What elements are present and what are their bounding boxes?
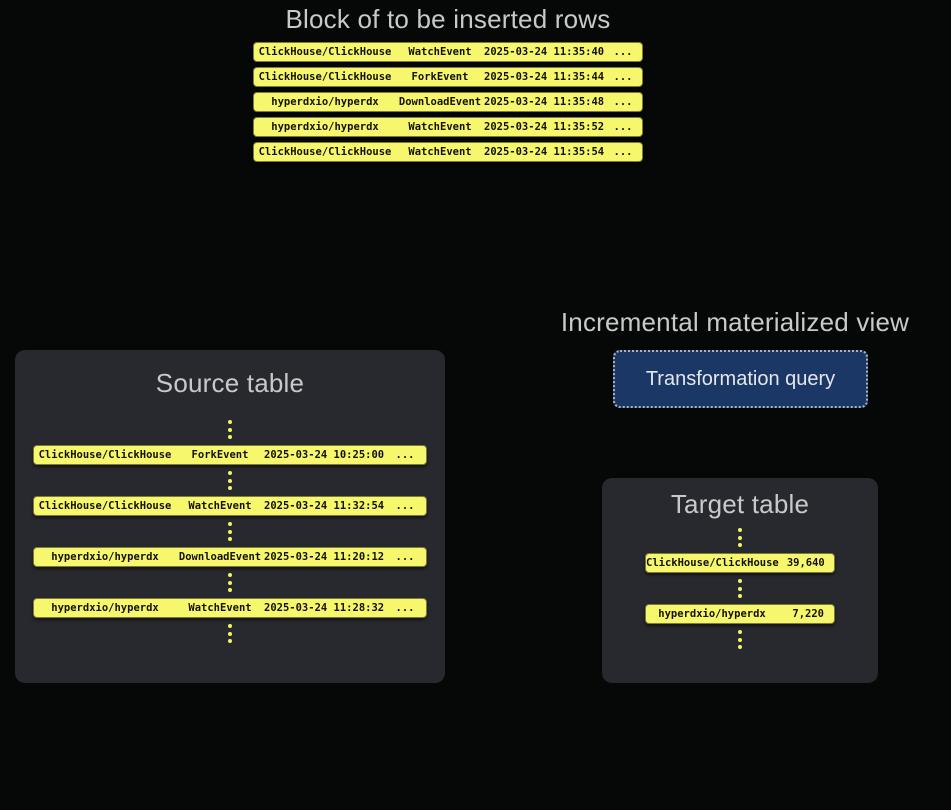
row-repo: ClickHouse/ClickHouse	[646, 557, 779, 569]
row-timestamp: 2025-03-24 11:28:32	[264, 602, 385, 614]
row-ellipsis: ...	[395, 500, 415, 512]
row-timestamp: 2025-03-24 11:35:52	[484, 121, 605, 133]
table-row: ClickHouse/ClickHouse WatchEvent 2025-03…	[33, 496, 427, 516]
table-row: hyperdxio/hyperdx DownloadEvent 2025-03-…	[33, 547, 427, 567]
row-repo: hyperdxio/hyperdx	[51, 551, 159, 563]
row-event: DownloadEvent	[398, 96, 482, 108]
table-row: hyperdxio/hyperdx WatchEvent 2025-03-24 …	[253, 117, 643, 137]
row-event: DownloadEvent	[178, 551, 262, 563]
row-repo: hyperdxio/hyperdx	[51, 602, 159, 614]
row-ellipsis: ...	[613, 121, 633, 133]
source-table-panel: Source table ClickHouse/ClickHouse ForkE…	[15, 350, 445, 683]
row-repo: hyperdxio/hyperdx	[271, 121, 379, 133]
row-repo: ClickHouse/ClickHouse	[258, 46, 392, 58]
row-count: 39,640	[786, 557, 825, 569]
transformation-query-button[interactable]: Transformation query	[613, 350, 868, 408]
row-repo: ClickHouse/ClickHouse	[38, 449, 172, 461]
row-timestamp: 2025-03-24 10:25:00	[264, 449, 385, 461]
insert-block-title: Block of to be inserted rows	[285, 4, 611, 34]
ellipsis-dots-icon	[738, 630, 742, 649]
table-row: ClickHouse/ClickHouse ForkEvent 2025-03-…	[33, 445, 427, 465]
row-timestamp: 2025-03-24 11:35:44	[484, 71, 605, 83]
table-row: hyperdxio/hyperdx DownloadEvent 2025-03-…	[253, 92, 643, 112]
row-repo: ClickHouse/ClickHouse	[38, 500, 172, 512]
row-ellipsis: ...	[613, 146, 633, 158]
source-table-title: Source table	[155, 368, 305, 398]
row-timestamp: 2025-03-24 11:35:48	[484, 96, 605, 108]
table-row: ClickHouse/ClickHouse 39,640	[645, 553, 835, 573]
row-ellipsis: ...	[613, 71, 633, 83]
ellipsis-dots-icon	[738, 528, 742, 547]
row-event: ForkEvent	[411, 71, 469, 83]
row-count: 7,220	[792, 608, 824, 620]
table-row: ClickHouse/ClickHouse WatchEvent 2025-03…	[253, 42, 643, 62]
row-repo: ClickHouse/ClickHouse	[258, 146, 392, 158]
row-ellipsis: ...	[395, 551, 415, 563]
ellipsis-dots-icon	[228, 624, 232, 643]
row-ellipsis: ...	[395, 449, 415, 461]
row-timestamp: 2025-03-24 11:35:40	[484, 46, 605, 58]
target-table-rows: ClickHouse/ClickHouse 39,640 hyperdxio/h…	[602, 528, 878, 649]
row-timestamp: 2025-03-24 11:20:12	[264, 551, 385, 563]
row-event: WatchEvent	[408, 121, 472, 133]
source-table-rows: ClickHouse/ClickHouse ForkEvent 2025-03-…	[15, 420, 445, 643]
row-event: WatchEvent	[408, 46, 472, 58]
row-timestamp: 2025-03-24 11:32:54	[264, 500, 385, 512]
materialized-view-title: Incremental materialized view	[560, 307, 910, 337]
row-repo: hyperdxio/hyperdx	[658, 608, 766, 620]
ellipsis-dots-icon	[228, 420, 232, 439]
row-timestamp: 2025-03-24 11:35:54	[484, 146, 605, 158]
row-ellipsis: ...	[613, 46, 633, 58]
row-ellipsis: ...	[395, 602, 415, 614]
row-ellipsis: ...	[613, 96, 633, 108]
insert-block: Block of to be inserted rows ClickHouse/…	[253, 3, 643, 162]
insert-block-rows: ClickHouse/ClickHouse WatchEvent 2025-03…	[253, 42, 643, 162]
ellipsis-dots-icon	[738, 579, 742, 598]
target-table-panel: Target table ClickHouse/ClickHouse 39,64…	[602, 478, 878, 683]
target-table-title: Target table	[670, 489, 810, 519]
row-event: WatchEvent	[188, 602, 252, 614]
row-repo: ClickHouse/ClickHouse	[258, 71, 392, 83]
row-event: WatchEvent	[188, 500, 252, 512]
table-row: hyperdxio/hyperdx WatchEvent 2025-03-24 …	[33, 598, 427, 618]
table-row: ClickHouse/ClickHouse ForkEvent 2025-03-…	[253, 67, 643, 87]
row-repo: hyperdxio/hyperdx	[271, 96, 379, 108]
table-row: ClickHouse/ClickHouse WatchEvent 2025-03…	[253, 142, 643, 162]
row-event: WatchEvent	[408, 146, 472, 158]
ellipsis-dots-icon	[228, 573, 232, 592]
row-event: ForkEvent	[191, 449, 249, 461]
ellipsis-dots-icon	[228, 471, 232, 490]
ellipsis-dots-icon	[228, 522, 232, 541]
table-row: hyperdxio/hyperdx 7,220	[645, 604, 835, 624]
